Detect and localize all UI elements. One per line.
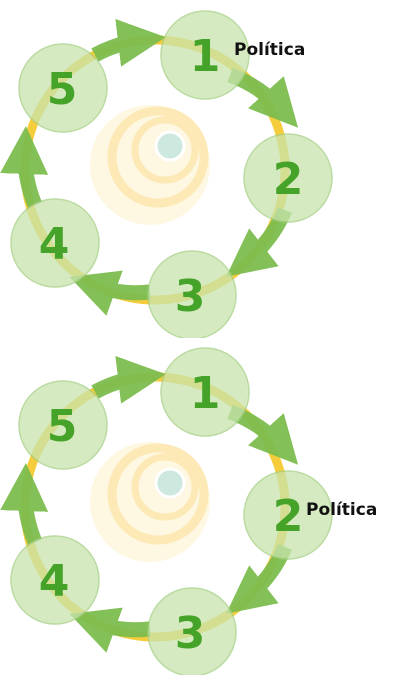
arrow-4-to-5	[0, 463, 49, 545]
center-dot	[154, 130, 186, 162]
arrow-5-to-1	[91, 18, 166, 67]
node-4-label: 4	[39, 556, 70, 607]
cycle-arrows	[0, 355, 299, 653]
node-3-label: 3	[175, 608, 206, 659]
node-4: 4	[10, 535, 100, 625]
arrow-5-to-1	[91, 355, 166, 404]
diagram-2-caption: Política	[306, 500, 377, 520]
node-2: 2	[243, 133, 333, 223]
node-1-label: 1	[190, 368, 221, 419]
node-2-label: 2	[273, 154, 304, 205]
node-3: 3	[147, 250, 237, 338]
node-2-label: 2	[273, 491, 304, 542]
node-5: 5	[18, 380, 108, 470]
diagram-1-caption: Política	[234, 40, 305, 60]
node-4: 4	[10, 198, 100, 288]
node-2: 2	[243, 470, 333, 560]
arrow-3-to-4	[69, 270, 151, 316]
node-3-label: 3	[175, 271, 206, 322]
arrow-4-to-5	[0, 126, 49, 208]
node-1-label: 1	[190, 31, 221, 82]
node-5: 5	[18, 43, 108, 133]
cycle-svg-2: 1 2 3 4 5 Política	[0, 347, 377, 675]
node-1: 1	[160, 347, 250, 437]
swirl-graphic	[90, 442, 210, 562]
swirl-graphic	[90, 105, 210, 225]
node-3: 3	[147, 587, 237, 675]
node-5-label: 5	[47, 64, 78, 115]
arrow-3-to-4	[69, 607, 151, 653]
node-5-label: 5	[47, 401, 78, 452]
cycle-diagram-2: 1 2 3 4 5 Política	[0, 337, 394, 675]
cycle-svg-1: 1 2 3 4 5 Política	[0, 10, 333, 338]
node-1: 1	[160, 10, 250, 100]
node-4-label: 4	[39, 219, 70, 270]
cycle-diagram-1: 1 2 3 4 5 Política	[0, 10, 333, 338]
center-dot	[154, 467, 186, 499]
